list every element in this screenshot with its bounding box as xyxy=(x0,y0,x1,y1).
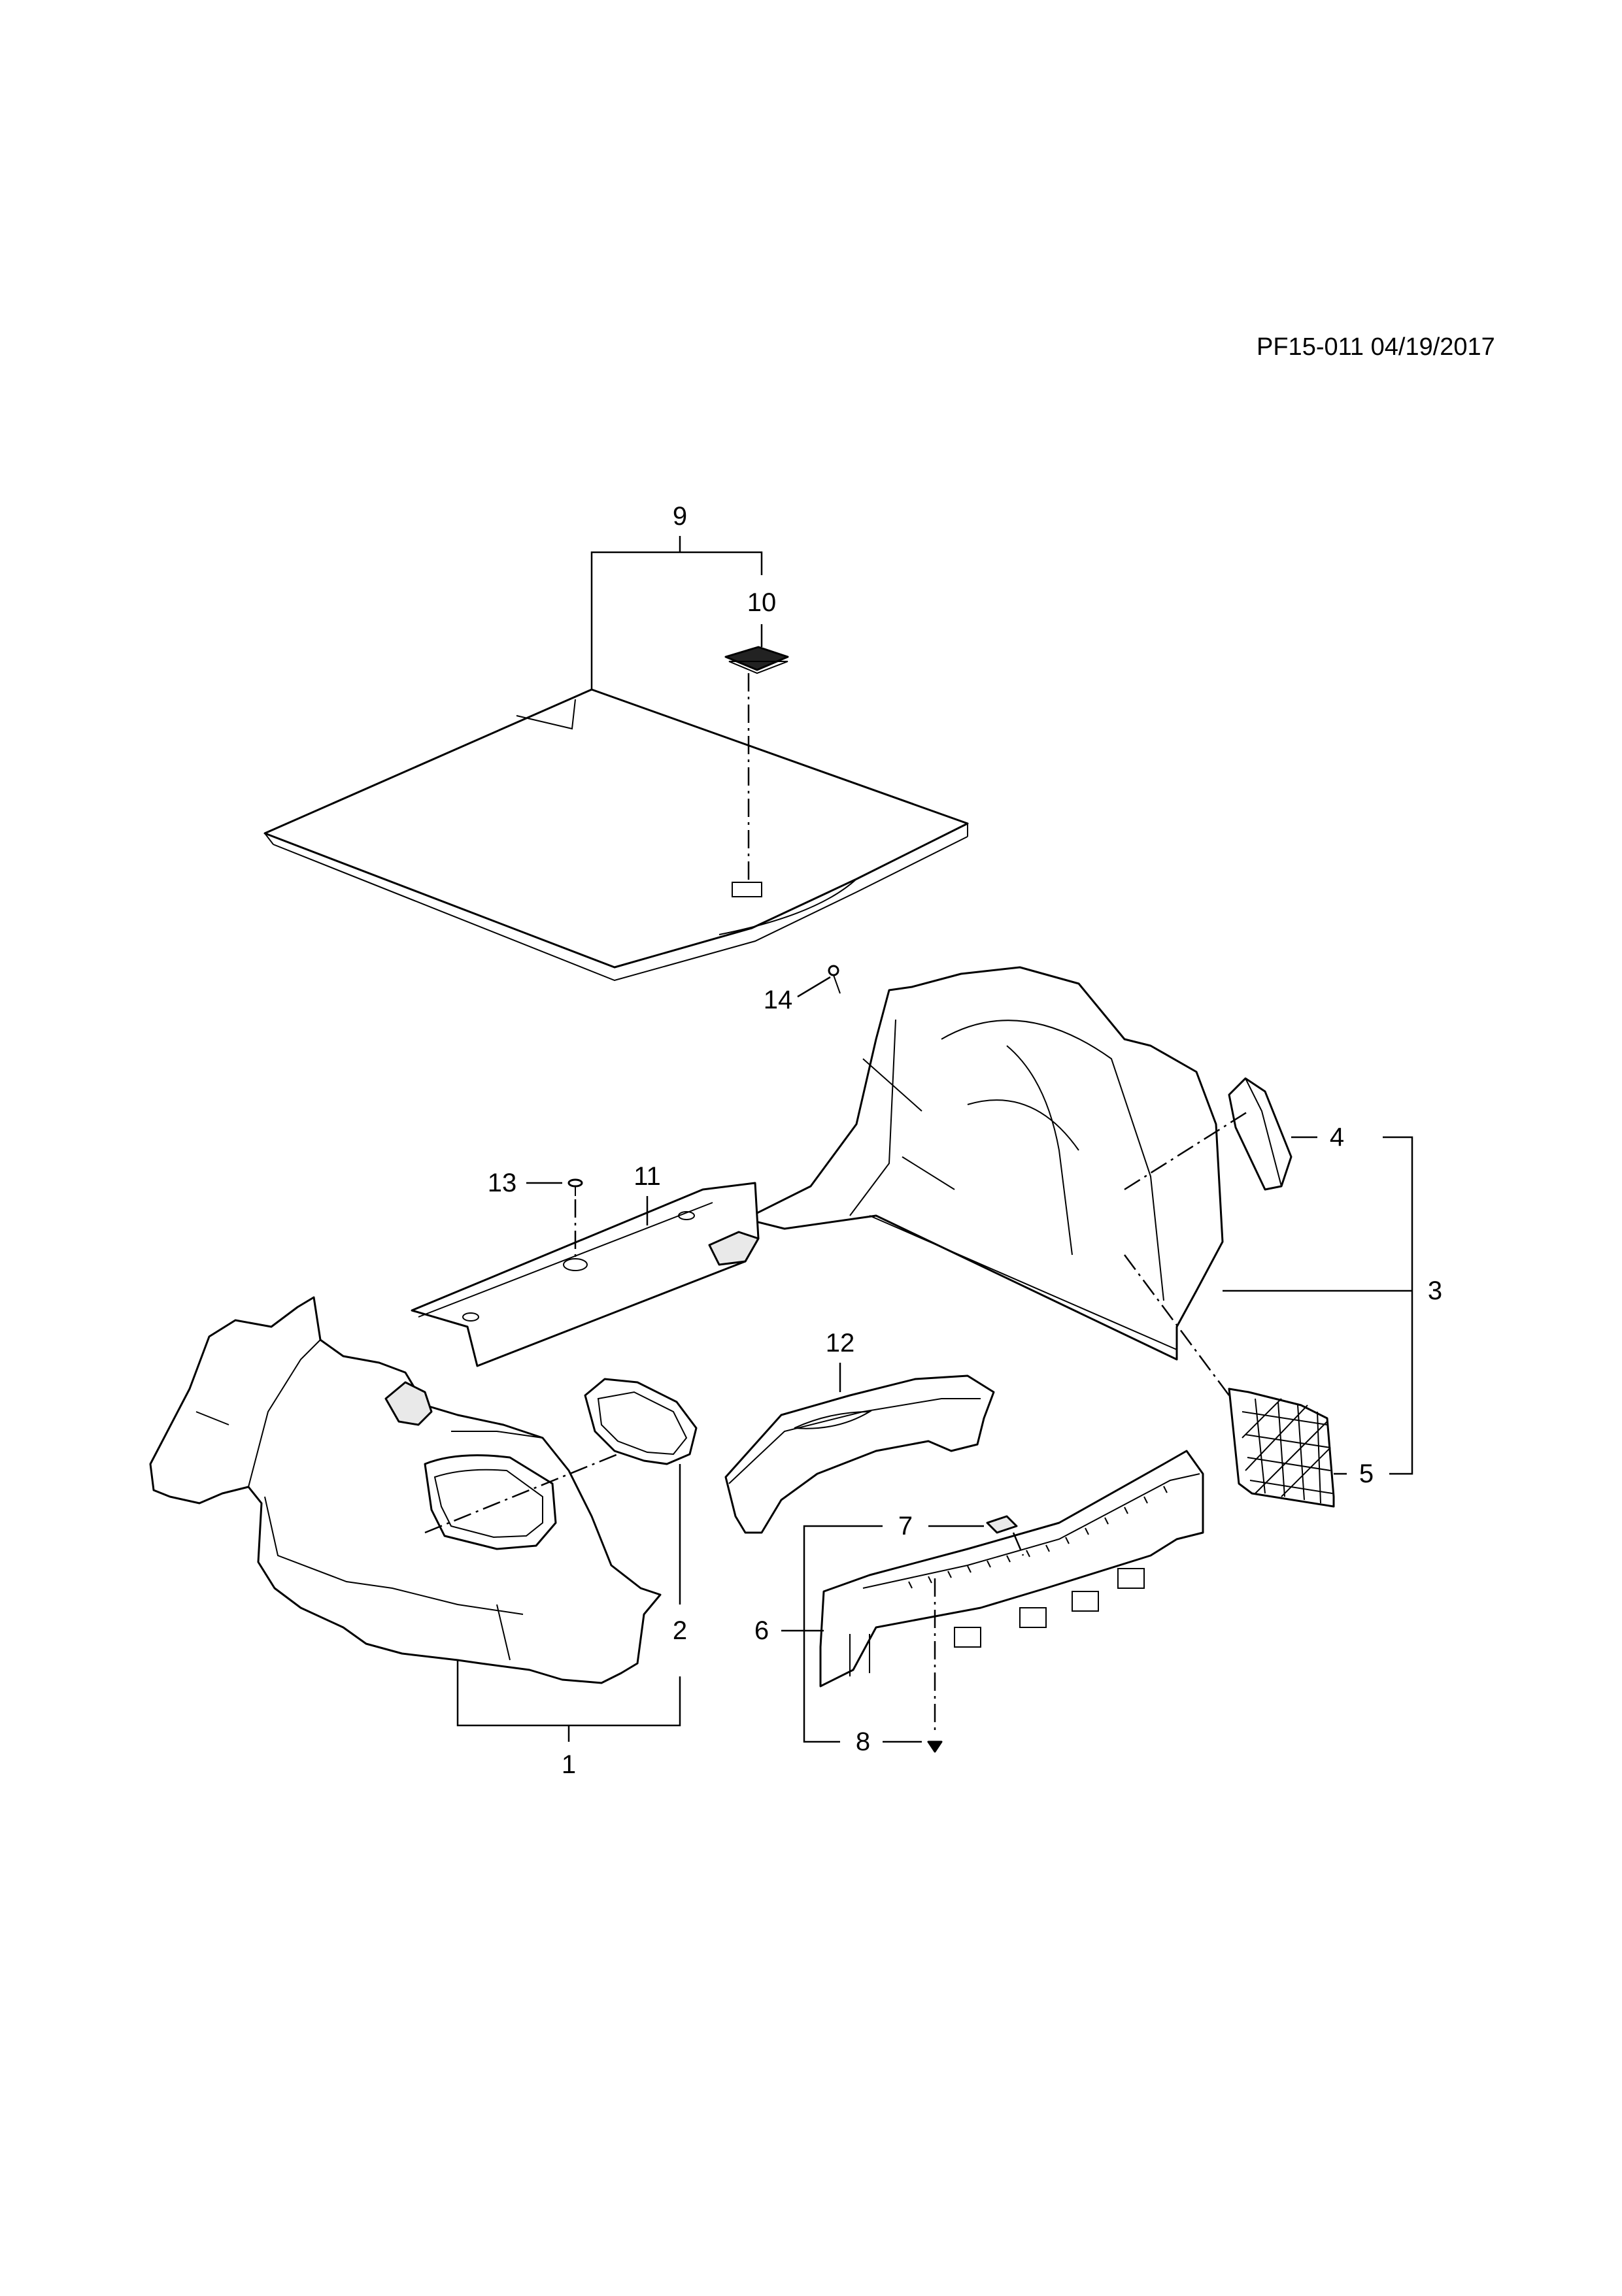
callout-6: 6 xyxy=(754,1616,769,1645)
leader-part-14 xyxy=(797,976,831,998)
transverse-trim-part-11 xyxy=(411,1182,760,1367)
callout-5: 5 xyxy=(1359,1459,1374,1488)
cover-part-2 xyxy=(584,1378,698,1465)
clip-part-13 xyxy=(567,1178,583,1196)
small-cover-part-4 xyxy=(1228,1077,1293,1191)
sill-cover-part-12 xyxy=(724,1374,995,1534)
hook-part-7 xyxy=(986,1515,1018,1534)
clip-part-8 xyxy=(927,1740,943,1753)
leader-part-9 xyxy=(590,551,763,690)
screw-part-14 xyxy=(828,965,841,994)
callout-4: 4 xyxy=(1329,1123,1345,1152)
net-part-5 xyxy=(1228,1388,1335,1508)
callout-2: 2 xyxy=(672,1616,688,1645)
callout-9: 9 xyxy=(672,502,688,531)
callout-7: 7 xyxy=(898,1512,913,1540)
right-side-trim-part-3 xyxy=(744,966,1224,1361)
axis-part-5 xyxy=(1123,1254,1230,1396)
axis-part-2 xyxy=(424,1453,618,1534)
axis-part-4 xyxy=(1124,1110,1249,1191)
rear-sill-trim-part-6 xyxy=(819,1450,1204,1688)
callout-14: 14 xyxy=(763,986,793,1014)
drawing-reference-code: PF15-011 04/19/2017 xyxy=(1257,333,1495,361)
callout-11: 11 xyxy=(634,1162,661,1191)
callout-10: 10 xyxy=(747,588,777,617)
pad-part-10 xyxy=(724,646,789,674)
callout-3: 3 xyxy=(1427,1276,1443,1305)
callout-13: 13 xyxy=(487,1169,517,1197)
bracket-parts-3-5 xyxy=(1383,1136,1413,1475)
floor-clip-mount xyxy=(732,882,762,897)
axis-part-7 xyxy=(1012,1532,1024,1556)
left-side-trim-part-1 xyxy=(149,1296,662,1684)
callout-12: 12 xyxy=(825,1329,855,1357)
callout-8: 8 xyxy=(855,1727,871,1756)
bracket-parts-6-8 xyxy=(803,1525,883,1743)
callout-1: 1 xyxy=(561,1750,577,1779)
floor-panel-part-9 xyxy=(263,688,969,982)
